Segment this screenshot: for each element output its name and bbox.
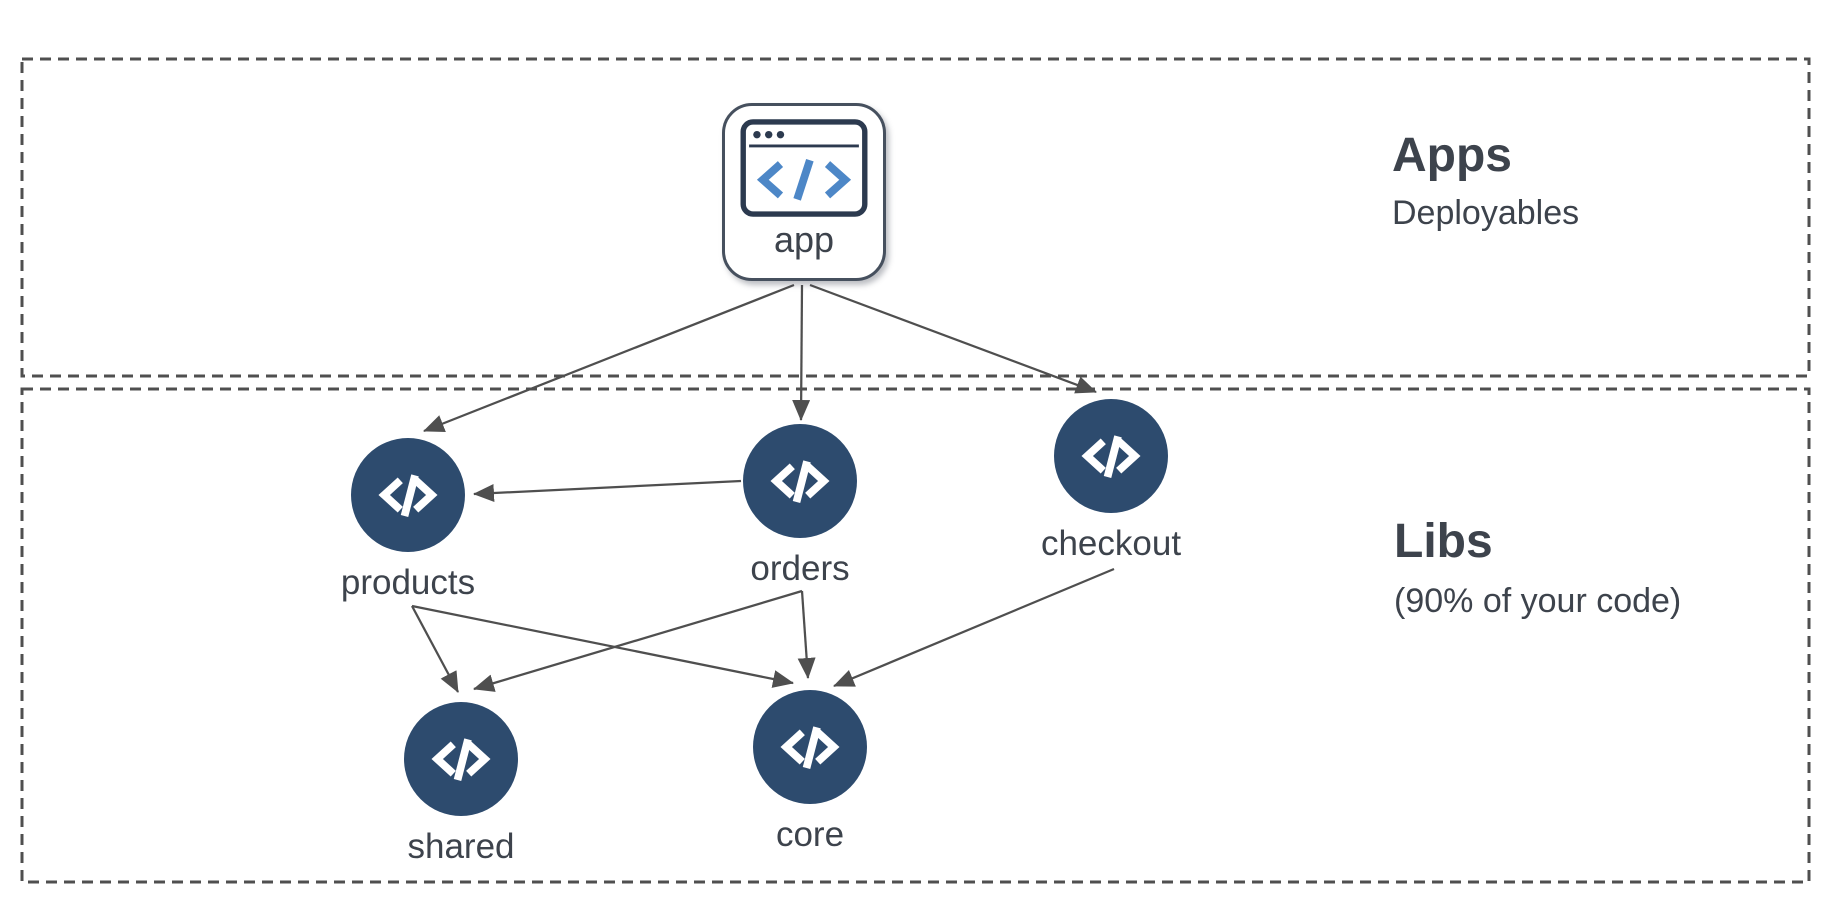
libs-section-subtitle: (90% of your code) [1394, 582, 1682, 620]
node-core: core [753, 690, 867, 854]
code-icon [753, 690, 867, 804]
edge-orders-core [797, 590, 816, 679]
node-label: products [340, 563, 476, 602]
node-app: app [722, 103, 886, 281]
edge-app-products [423, 283, 795, 433]
edge-products-core [411, 604, 794, 688]
libs-section-title: Libs [1394, 515, 1493, 568]
browser-window-icon [740, 119, 868, 217]
edge-app-checkout [809, 283, 1097, 394]
node-label: app [773, 219, 835, 260]
edge-checkout-core [833, 567, 1115, 688]
node-orders: orders [743, 424, 857, 588]
node-products: products [341, 438, 475, 602]
node-label: shared [407, 827, 515, 866]
node-label: core [775, 815, 845, 854]
apps-section-subtitle: Deployables [1392, 194, 1580, 232]
code-icon [404, 702, 518, 816]
node-label: orders [750, 549, 850, 588]
code-icon [1054, 399, 1168, 513]
edge-app-orders [792, 284, 811, 421]
code-icon [351, 438, 465, 552]
edge-products-shared [411, 605, 459, 693]
edge-orders-products [473, 479, 742, 503]
code-icon [743, 424, 857, 538]
edge-orders-shared [473, 589, 803, 692]
node-label: checkout [1040, 524, 1182, 563]
apps-region-outline [20, 57, 1811, 378]
node-checkout: checkout [1041, 399, 1181, 563]
node-shared: shared [404, 702, 518, 866]
libs-region-outline [20, 387, 1811, 884]
apps-section-title: Apps [1392, 129, 1512, 182]
